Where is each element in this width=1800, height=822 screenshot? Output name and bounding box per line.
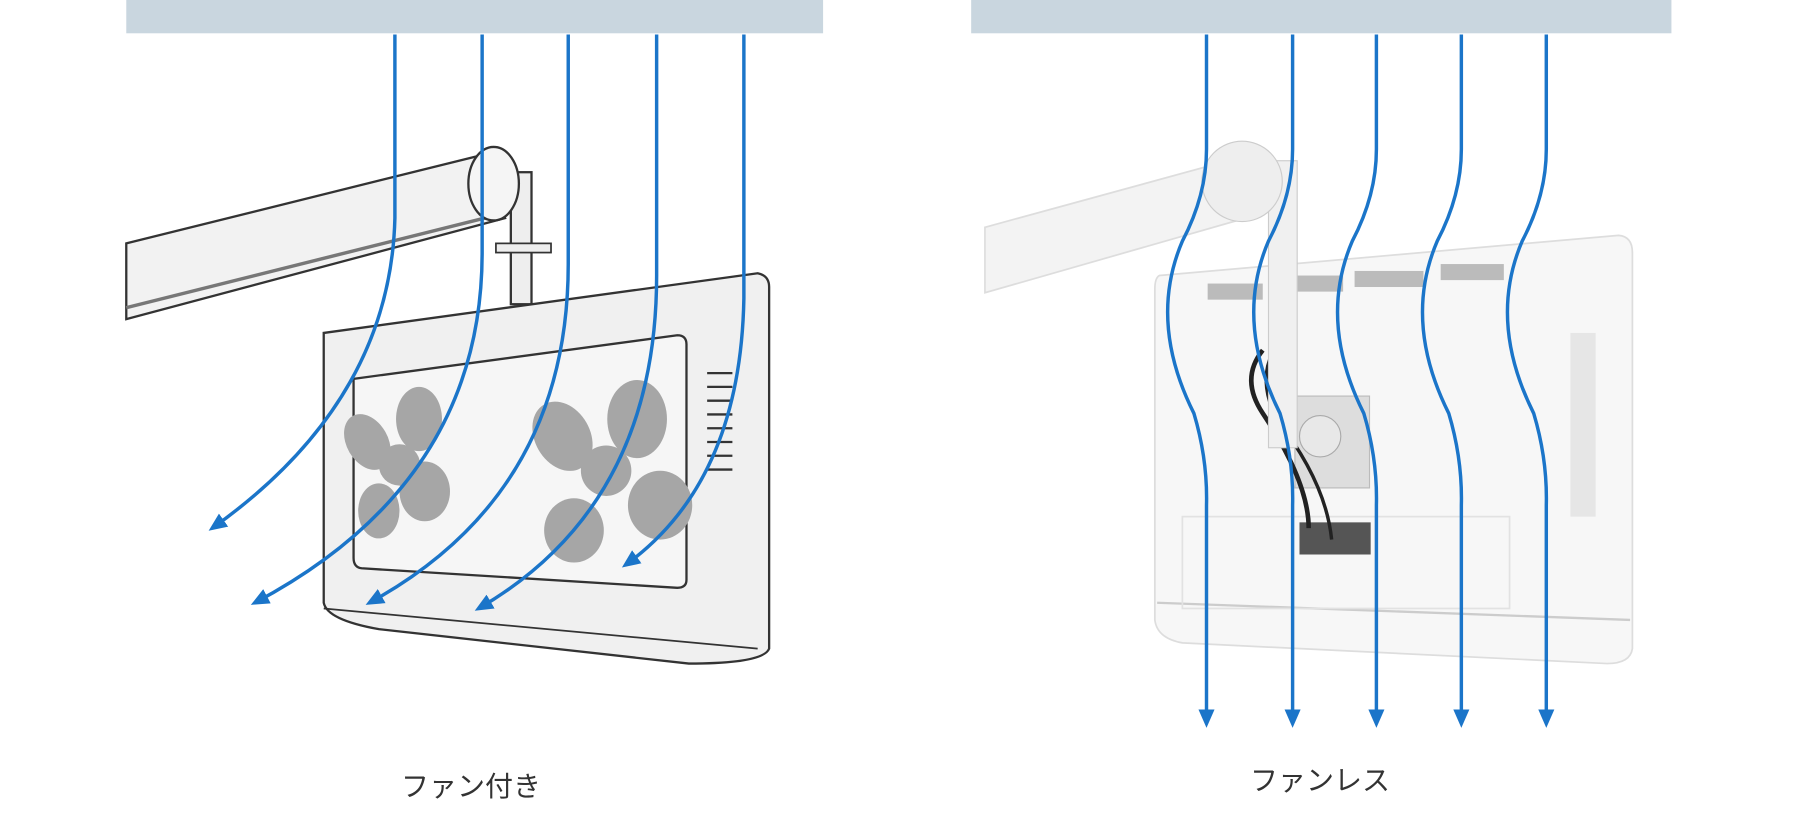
airflow-arrow bbox=[1420, 34, 1470, 728]
caption-with-fan: ファン付き bbox=[400, 770, 542, 803]
monitor-arm bbox=[125, 145, 552, 321]
airflow-arrow bbox=[208, 34, 397, 531]
airflow-arrow bbox=[250, 34, 484, 605]
airflow-arrow bbox=[365, 34, 570, 605]
caption-fanless: ファンレス bbox=[1249, 764, 1391, 797]
airflow-arrows-fan bbox=[208, 34, 746, 611]
panel-fanless bbox=[971, 0, 1672, 728]
airflow-arrow bbox=[1252, 34, 1301, 728]
airflow-arrow bbox=[474, 34, 659, 611]
panel-with-fan bbox=[125, 0, 824, 665]
airflow-arrow bbox=[621, 34, 746, 568]
vent-grille bbox=[1207, 264, 1504, 300]
monitor-arm-fanless bbox=[984, 140, 1298, 449]
airflow-arrow bbox=[1505, 34, 1555, 728]
monitor-fanless bbox=[1153, 234, 1634, 665]
monitor-with-fan bbox=[322, 272, 771, 665]
airflow-arrows-fanless bbox=[1165, 34, 1555, 728]
airflow-arrow bbox=[1165, 34, 1215, 728]
airflow-arrow bbox=[1335, 34, 1385, 728]
ceiling bbox=[126, 0, 824, 34]
ceiling bbox=[971, 0, 1672, 34]
